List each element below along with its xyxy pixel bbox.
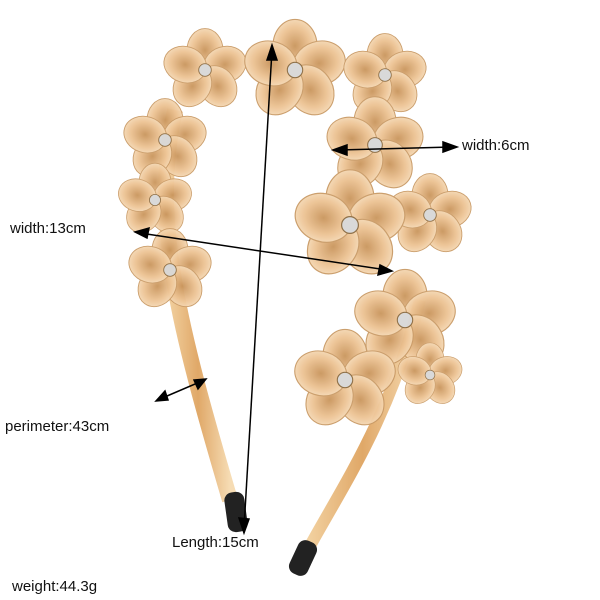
width-large-arrow xyxy=(139,232,388,271)
width-small-label: width:6cm xyxy=(462,137,530,154)
flowers xyxy=(113,18,477,435)
length-arrow xyxy=(243,49,273,529)
width-small-arrow xyxy=(337,146,453,151)
length-label: Length:15cm xyxy=(172,534,259,551)
weight-label: weight:44.3g xyxy=(12,578,98,595)
width-large-label: width:13cm xyxy=(10,220,86,237)
measurement-arrows xyxy=(132,42,460,536)
perimeter-label: perimeter:43cm xyxy=(5,418,110,435)
right-tip xyxy=(288,540,318,576)
